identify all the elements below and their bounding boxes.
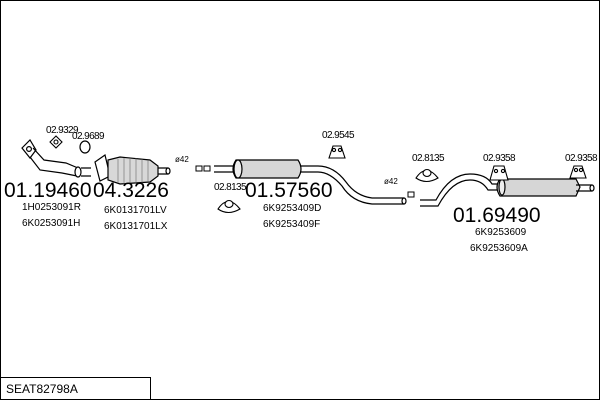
sealing-ring-icon [79,140,91,154]
diameter-label-left: ø42 [175,155,189,164]
rear-silencer-drawing [420,173,595,207]
gasket-icon [49,135,63,149]
accessory-label: 02.9329 [46,125,79,136]
accessory-label: 02.8135 [412,153,445,164]
reference-number: 6K9253409D [263,203,321,214]
accessory-label: 02.9358 [483,153,516,164]
reference-number: 6K9253609 [475,227,527,238]
pipe-connector-left [195,165,211,172]
reference-number: 6K9253609A [470,243,528,254]
catalytic-converter-drawing [94,154,171,185]
accessory-label: 02.9545 [322,130,355,141]
accessory-label: 02.9358 [565,153,598,164]
rubber-mount-icon [489,165,509,181]
part-title: SEAT82798A [6,382,78,396]
accessory-label: 02.9689 [72,131,105,142]
reference-number: 6K0131701LV [104,205,167,216]
middle-silencer-drawing [214,159,407,205]
accessory-label: 02.8135 [214,182,247,193]
pipe-connector-right [407,191,415,198]
rubber-mount-icon [569,165,587,179]
diameter-label-right: ø42 [384,177,398,186]
reference-number: 6K9253409F [263,219,320,230]
part-number: 01.19460 [4,179,92,202]
part-number: 01.69490 [453,204,541,227]
part-number: 01.57560 [245,179,333,202]
hanger-icon [217,199,241,214]
part-number: 04.3226 [93,179,169,202]
reference-number: 1H0253091R [22,202,81,213]
rubber-mount-icon [328,145,346,159]
front-pipe-drawing [21,139,91,178]
hanger-icon [415,168,439,183]
reference-number: 6K0131701LX [104,221,168,232]
reference-number: 6K0253091H [22,218,80,229]
